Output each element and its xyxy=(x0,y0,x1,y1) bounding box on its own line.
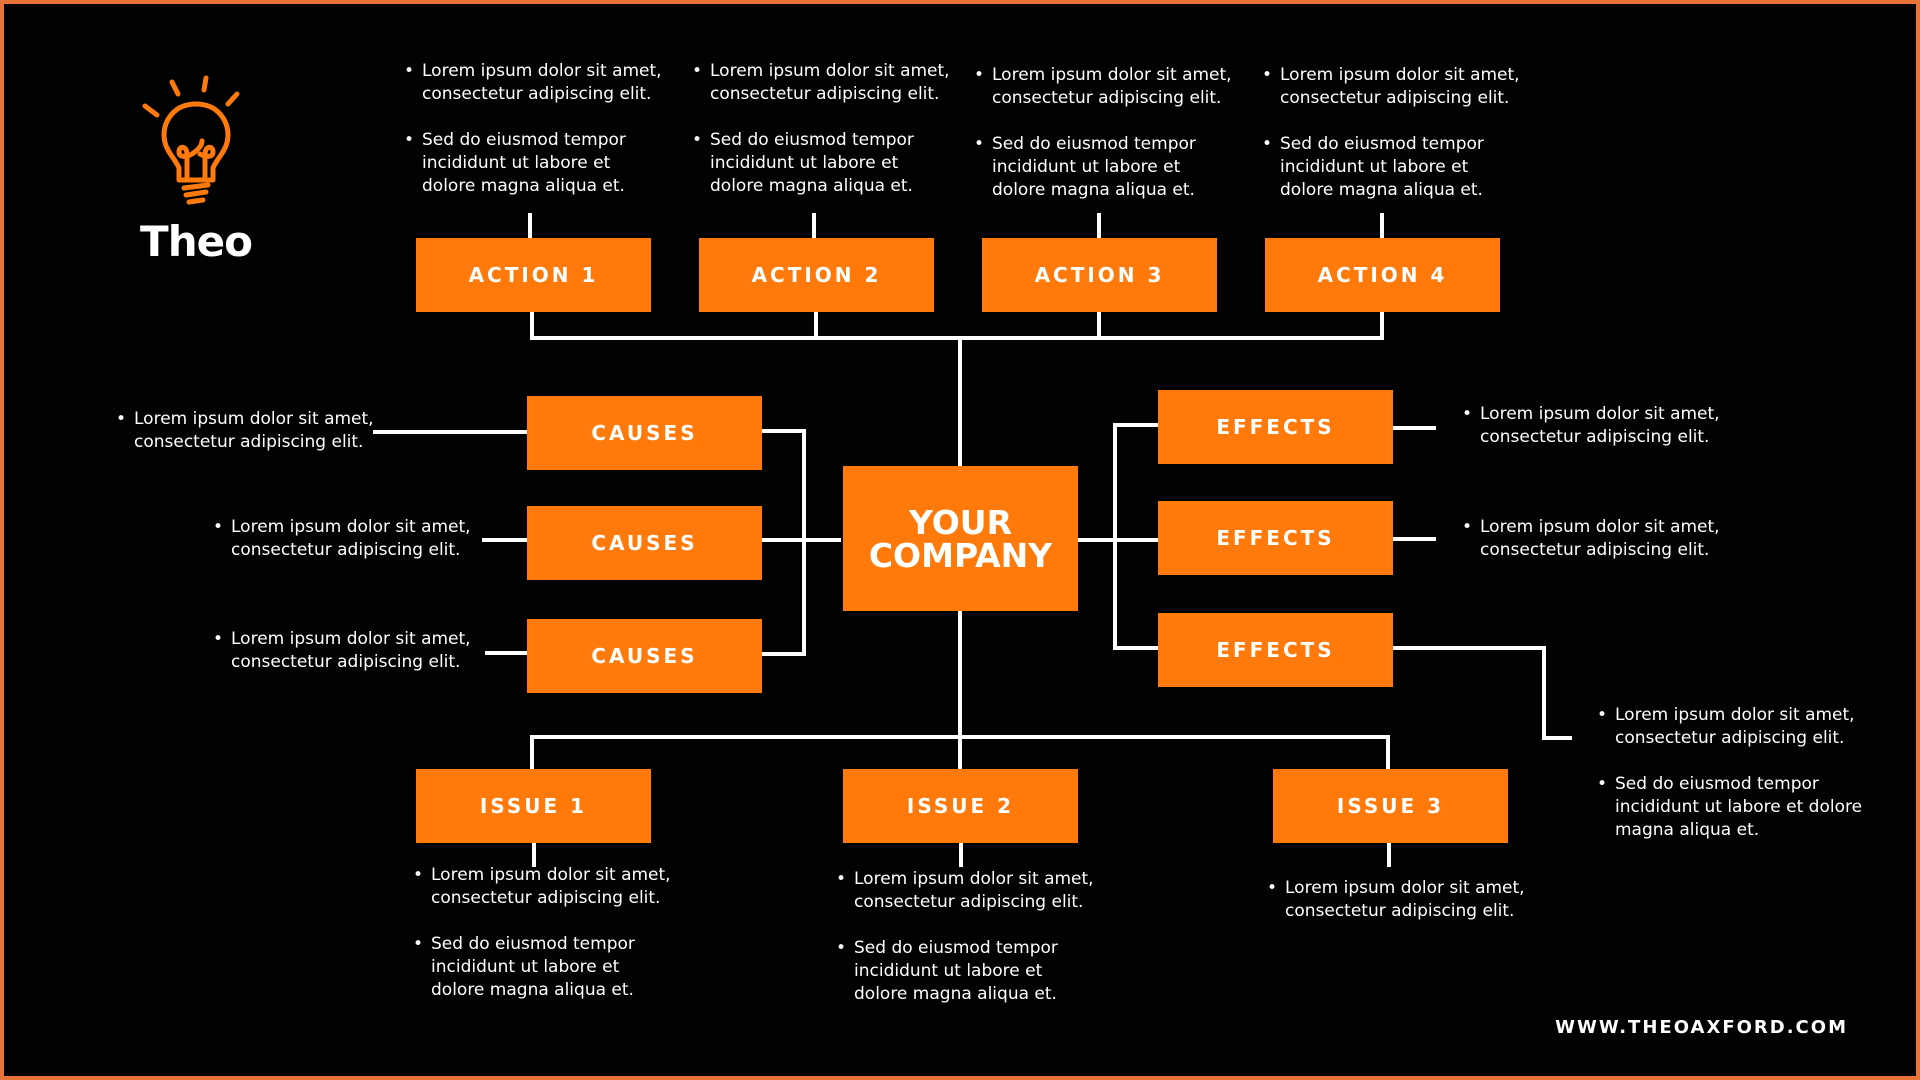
note-item: Sed do eiusmod tempor incididunt ut labo… xyxy=(974,133,1234,202)
note-item: Lorem ipsum dolor sit amet, consectetur … xyxy=(1462,403,1737,449)
cause-3-notes: Lorem ipsum dolor sit amet, consectetur … xyxy=(213,628,488,674)
cause-box-1: CAUSES xyxy=(527,396,762,470)
action-box-3: ACTION 3 xyxy=(982,238,1217,312)
issue-box-1: ISSUE 1 xyxy=(416,769,651,843)
company-line-1: YOUR xyxy=(909,502,1012,542)
action-4-notes: Lorem ipsum dolor sit amet, consectetur … xyxy=(1262,64,1522,202)
note-item: Lorem ipsum dolor sit amet, consectetur … xyxy=(836,868,1096,914)
note-item: Lorem ipsum dolor sit amet, consectetur … xyxy=(692,60,952,106)
note-item: Lorem ipsum dolor sit amet, consectetur … xyxy=(1462,516,1737,562)
action-box-4: ACTION 4 xyxy=(1265,238,1500,312)
cause-box-2: CAUSES xyxy=(527,506,762,580)
effect-box-2: EFFECTS xyxy=(1158,501,1393,575)
note-item: Lorem ipsum dolor sit amet, consectetur … xyxy=(1267,877,1527,923)
brand-name: Theo xyxy=(140,217,253,266)
note-item: Lorem ipsum dolor sit amet, consectetur … xyxy=(116,408,391,454)
note-item: Lorem ipsum dolor sit amet, consectetur … xyxy=(213,628,488,674)
note-item: Sed do eiusmod tempor incididunt ut labo… xyxy=(836,937,1096,1006)
effect-1-notes: Lorem ipsum dolor sit amet, consectetur … xyxy=(1462,403,1737,449)
issue-box-2: ISSUE 2 xyxy=(843,769,1078,843)
issue-3-notes: Lorem ipsum dolor sit amet, consectetur … xyxy=(1267,877,1527,923)
action-box-2: ACTION 2 xyxy=(699,238,934,312)
issue-2-notes: Lorem ipsum dolor sit amet, consectetur … xyxy=(836,868,1096,1006)
note-item: Sed do eiusmod tempor incididunt ut labo… xyxy=(1597,773,1872,842)
effect-box-3: EFFECTS xyxy=(1158,613,1393,687)
brand-logo: Theo xyxy=(140,72,253,272)
action-2-notes: Lorem ipsum dolor sit amet, consectetur … xyxy=(692,60,952,198)
company-box: YOUR COMPANY xyxy=(843,466,1078,611)
note-item: Lorem ipsum dolor sit amet, consectetur … xyxy=(413,864,673,910)
note-item: Sed do eiusmod tempor incididunt ut labo… xyxy=(1262,133,1522,202)
effect-box-1: EFFECTS xyxy=(1158,390,1393,464)
note-item: Sed do eiusmod tempor incididunt ut labo… xyxy=(692,129,952,198)
note-item: Lorem ipsum dolor sit amet, consectetur … xyxy=(1262,64,1522,110)
issue-1-notes: Lorem ipsum dolor sit amet, consectetur … xyxy=(413,864,673,1002)
cause-box-3: CAUSES xyxy=(527,619,762,693)
note-item: Sed do eiusmod tempor incididunt ut labo… xyxy=(404,129,664,198)
company-line-2: COMPANY xyxy=(868,535,1053,575)
cause-1-notes: Lorem ipsum dolor sit amet, consectetur … xyxy=(116,408,391,454)
issue-box-3: ISSUE 3 xyxy=(1273,769,1508,843)
note-item: Lorem ipsum dolor sit amet, consectetur … xyxy=(974,64,1234,110)
website-url: WWW.THEOAXFORD.COM xyxy=(1555,1017,1848,1038)
note-item: Lorem ipsum dolor sit amet, consectetur … xyxy=(404,60,664,106)
note-item: Sed do eiusmod tempor incididunt ut labo… xyxy=(413,933,673,1002)
action-box-1: ACTION 1 xyxy=(416,238,651,312)
note-item: Lorem ipsum dolor sit amet, consectetur … xyxy=(213,516,488,562)
effect-2-notes: Lorem ipsum dolor sit amet, consectetur … xyxy=(1462,516,1737,562)
effect-3-notes: Lorem ipsum dolor sit amet, consectetur … xyxy=(1597,704,1872,842)
note-item: Lorem ipsum dolor sit amet, consectetur … xyxy=(1597,704,1872,750)
action-3-notes: Lorem ipsum dolor sit amet, consectetur … xyxy=(974,64,1234,202)
lightbulb-icon xyxy=(142,75,240,205)
cause-2-notes: Lorem ipsum dolor sit amet, consectetur … xyxy=(213,516,488,562)
action-1-notes: Lorem ipsum dolor sit amet, consectetur … xyxy=(404,60,664,198)
